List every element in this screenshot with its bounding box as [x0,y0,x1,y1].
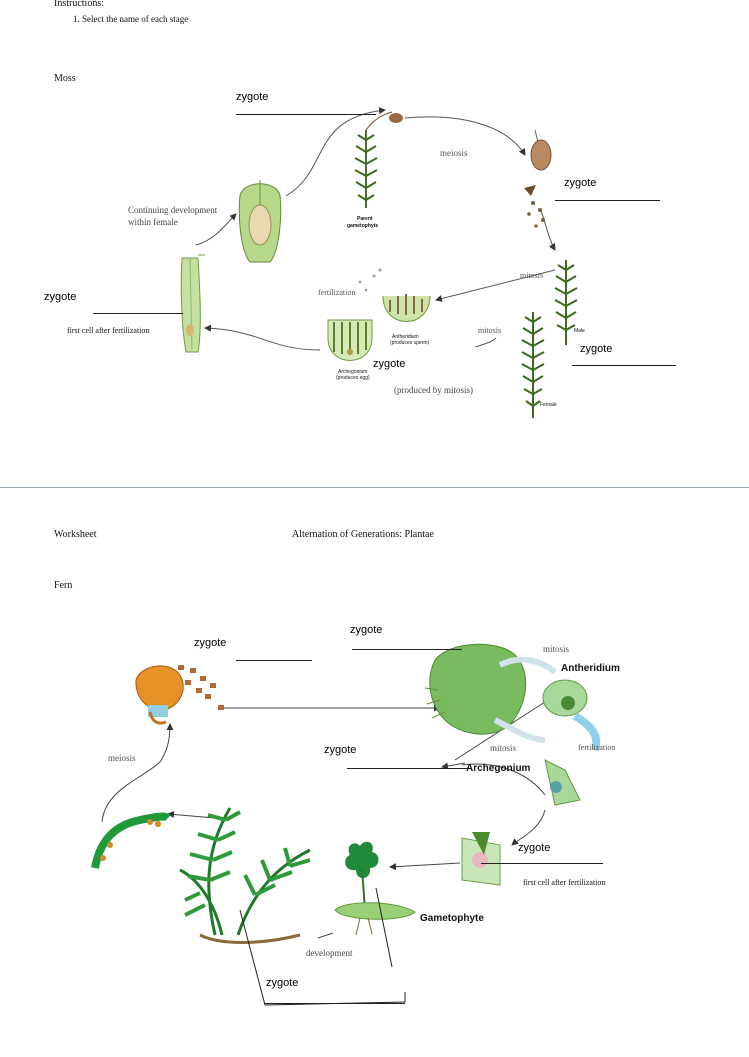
moss-answer-2[interactable]: zygote [564,177,597,189]
fern-label-fertilization: fertilization [578,743,616,752]
fern-arrow-archegonium [441,762,466,770]
fern-answer-5[interactable]: zygote [266,977,299,989]
moss-answer-line-3[interactable] [93,313,183,314]
moss-label-continuing: Continuing development [128,205,218,215]
moss-arrow-up [285,107,386,197]
fern-label-antheridium: Antheridium [561,663,620,674]
moss-answer-line-4[interactable] [572,365,676,366]
fern-antheridium [542,679,601,752]
moss-label-mitosis-2: mitosis [478,326,502,335]
moss-label-produces-egg: (produces egg) [336,375,370,381]
female-gametophyte [521,312,545,418]
fern-label-mitosis-1: mitosis [543,644,570,654]
fern-mature-plant [179,807,311,936]
moss-arrow-meiosis [404,116,526,156]
instructions-title: Instructions: [54,0,104,9]
sporangium [524,129,552,228]
page-separator [0,487,749,488]
archegonium-drawing [327,319,373,361]
fern-archegonium [544,759,581,806]
fern-arrow-zygote [511,809,546,846]
developing-sporophyte [238,180,282,263]
fern-answer-line-3[interactable] [347,768,467,769]
moss-answer-line-1[interactable] [236,114,376,115]
moss-label-antheridium: Antheridium [392,334,419,340]
fern-arrow-frond [167,811,216,819]
fern-label-gametophyte: Gametophyte [420,913,484,924]
moss-label-meiosis: meiosis [440,148,468,158]
moss-answer-4[interactable]: zygote [580,343,613,355]
fern-young-sporophyte [334,841,416,936]
moss-label-produces-sperm: (produces sperm) [390,340,430,346]
fern-answer-line-5[interactable] [265,1003,405,1004]
fern-sorus-frond [91,812,171,869]
fern-answer-1[interactable]: zygote [194,637,227,649]
moss-label-female: Female [540,402,557,408]
worksheet-heading: Alternation of Generations: Plantae [292,529,434,540]
fern-prothallus [424,643,527,735]
moss-label-parent: Parent [357,216,373,222]
moss-answer-line-2[interactable] [555,200,660,201]
fern-sporangium [135,665,224,725]
worksheet-label: Worksheet [54,529,97,540]
fern-label-development: development [306,948,353,958]
fern-label-archegonium: Archegonium [466,763,531,774]
fern-label-first-cell: first cell after fertilization [523,878,606,887]
moss-label-fertilization: fertilization [318,288,356,297]
moss-arrow-zygote [204,324,321,351]
moss-answer-5[interactable]: zygote [373,358,406,370]
fern-label-meiosis: meiosis [108,753,136,763]
moss-answer-1[interactable]: zygote [236,91,269,103]
fern-answer-line-1[interactable] [236,660,312,661]
moss-arrow-fertilization [435,269,556,302]
moss-label-produced-by-mitosis: (produced by mitosis) [394,385,473,395]
antheridium-drawing [358,268,431,322]
moss-label-male: Male [574,328,585,334]
fern-arrow-development [317,932,334,939]
fern-arrow-meiosis [101,723,174,823]
moss-arrow-mitosis [474,337,497,348]
fern-answer-line-2[interactable] [352,649,462,650]
fern-arrow-young [389,862,461,871]
moss-label-within-female: within female [128,217,178,227]
fern-answer-line-4[interactable] [481,863,603,864]
moss-label-first-cell: first cell after fertilization [67,326,150,335]
moss-arrow-develop [195,213,237,246]
fern-answer-3[interactable]: zygote [324,744,357,756]
moss-diagram [180,107,578,418]
moss-label-archegonium: Archegonium [338,369,368,375]
fern-title: Fern [54,580,73,591]
fern-answer-4[interactable]: zygote [518,842,551,854]
moss-answer-3[interactable]: zygote [44,291,77,303]
moss-label-gametophyte: gametophyte [347,223,379,229]
fern-label-mitosis-2: mitosis [490,743,517,753]
fern-zygote-drawing [461,832,501,886]
instruction-item-1: 1. Select the name of each stage [73,14,189,24]
male-gametophyte [554,260,578,345]
moss-label-mitosis-1: mitosis [520,271,544,280]
fern-answer-2[interactable]: zygote [350,624,383,636]
moss-arrow-spores [539,207,556,251]
parent-gametophyte [354,111,403,208]
moss-title: Moss [54,73,76,84]
zygote-filament [180,254,205,353]
